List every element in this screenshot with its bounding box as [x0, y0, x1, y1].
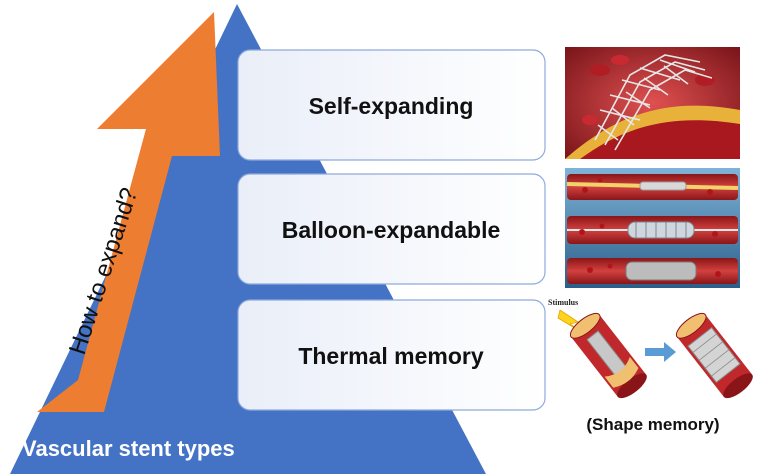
tier-thermal-memory: Thermal memory — [237, 299, 546, 411]
tier-label: Balloon-expandable — [282, 217, 501, 243]
tier-label: Thermal memory — [298, 343, 484, 369]
self-expanding-stent-image — [565, 47, 740, 159]
tier-balloon-expandable: Balloon-expandable — [237, 173, 546, 285]
tier-label: Self-expanding — [309, 93, 474, 119]
transition-arrow-icon — [645, 342, 676, 362]
balloon-expandable-stent-image — [565, 168, 740, 288]
stimulus-label: Stimulus — [548, 298, 578, 307]
shape-memory-caption: (Shape memory) — [586, 415, 719, 434]
shape-memory-schematic: Stimulus (Shape memory) — [548, 298, 753, 434]
vessel-before-icon — [569, 312, 647, 399]
base-label: Vascular stent types — [22, 436, 235, 461]
tier-self-expanding: Self-expanding — [237, 49, 546, 161]
vessel-after-icon — [675, 312, 753, 399]
